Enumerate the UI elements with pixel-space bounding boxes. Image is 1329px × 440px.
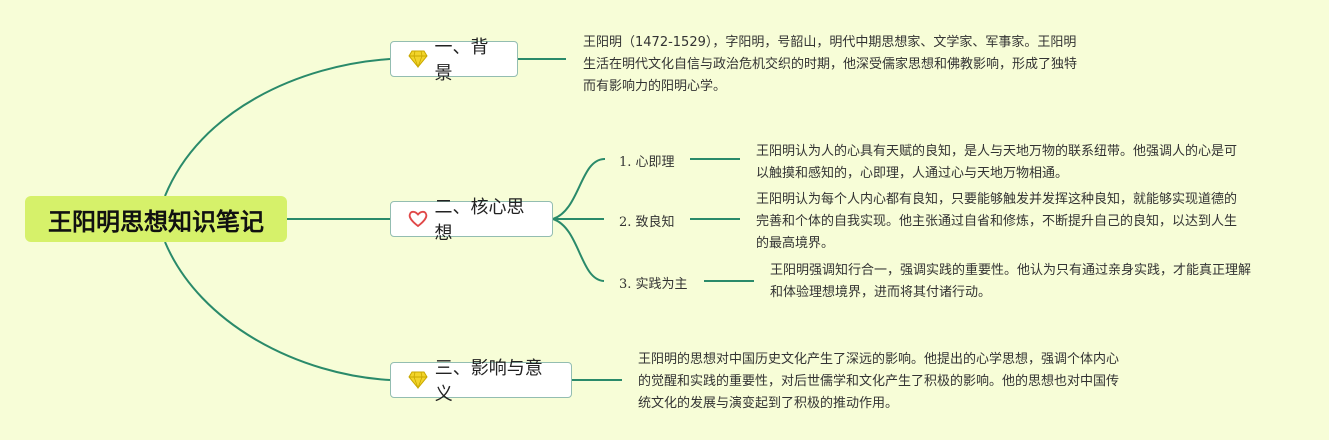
heart-icon	[407, 208, 429, 230]
topic-core-ideas[interactable]: 二、核心思想	[390, 197, 553, 244]
subtopic-innate-knowledge[interactable]: 2. 致良知	[619, 215, 675, 230]
subtopic-practice[interactable]: 3. 实践为主	[619, 277, 688, 292]
link-root-impact	[164, 241, 391, 381]
gem-icon	[407, 48, 429, 70]
subtopic-mind-is-principle[interactable]: 1. 心即理	[619, 155, 675, 170]
background-note: 王阳明（1472-1529），字阳明，号韶山，明代中期思想家、文学家、军事家。王…	[583, 35, 1078, 94]
link-core-sub3	[552, 218, 605, 282]
impact-note: 王阳明的思想对中国历史文化产生了深远的影响。他提出的心学思想，强调个体内心的觉醒…	[638, 352, 1120, 411]
topic-impact[interactable]: 三、影响与意义	[390, 358, 572, 405]
link-root-background	[164, 58, 391, 197]
topic-label: 二、核心思想	[434, 197, 525, 244]
topic-background[interactable]: 一、背景	[390, 37, 518, 84]
subtopic-note: 王阳明认为每个人内心都有良知，只要能够触发并发挥这种良知，就能够实现道德的完善和…	[756, 192, 1238, 251]
subtopic-note: 王阳明强调知行合一，强调实践的重要性。他认为只有通过亲身实践，才能真正理解和体验…	[770, 263, 1252, 300]
topic-label: 一、背景	[434, 37, 489, 84]
subtopic-note: 王阳明认为人的心具有天赋的良知，是人与天地万物的联系纽带。他强调人的心是可以触摸…	[756, 144, 1238, 181]
root-title: 王阳明思想知识笔记	[48, 207, 264, 236]
link-core-sub1	[552, 158, 605, 220]
topic-label: 三、影响与意义	[434, 358, 543, 405]
root-topic[interactable]: 王阳明思想知识笔记	[25, 196, 287, 242]
gem-icon	[407, 369, 429, 391]
